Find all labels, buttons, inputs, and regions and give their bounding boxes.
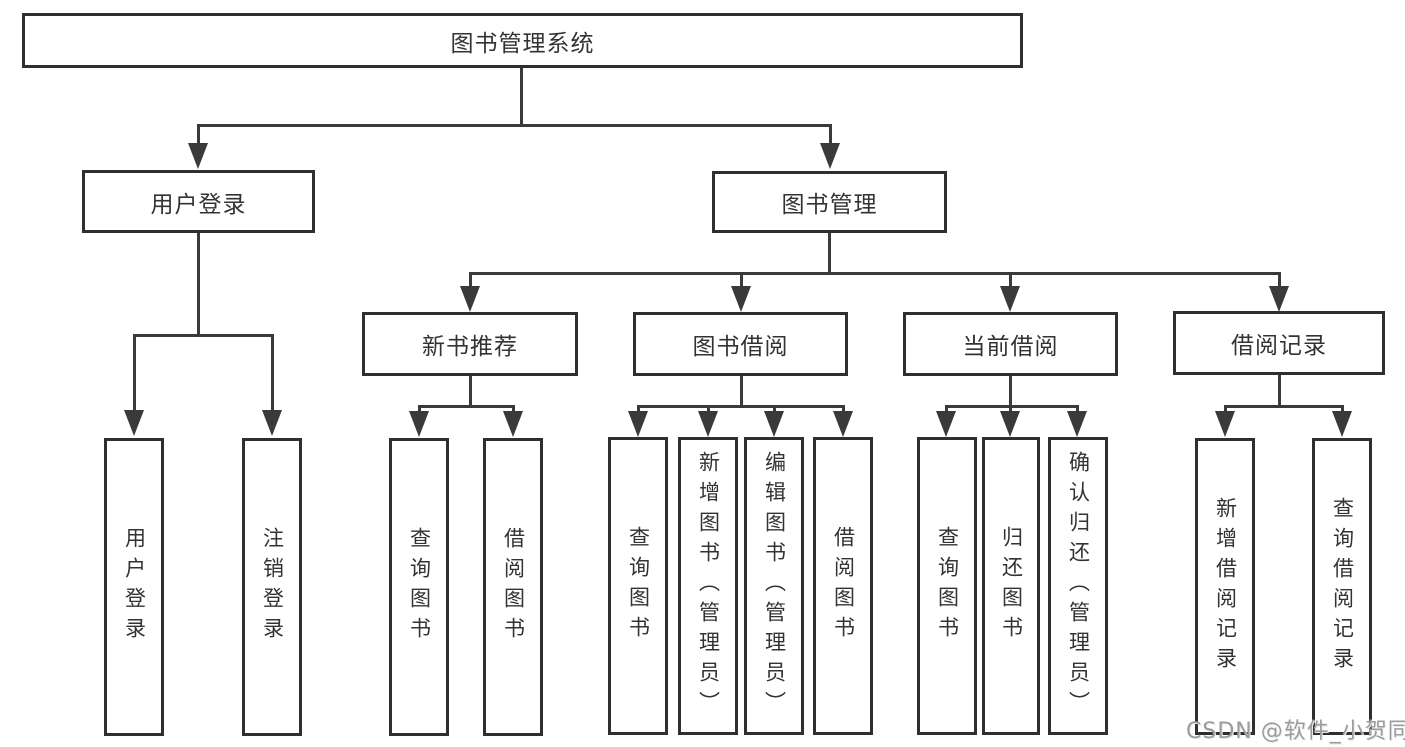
leaf-newbook-borrow-books: 借阅图书 bbox=[483, 438, 543, 736]
node-new-book-recommend: 新书推荐 bbox=[362, 312, 578, 376]
connector-line bbox=[196, 233, 200, 335]
connector-line bbox=[1008, 271, 1012, 287]
connector-line bbox=[468, 375, 472, 406]
leaf-current-confirm-return-admin: 确认归还（管理员） bbox=[1048, 437, 1108, 735]
leaf-borrowing-query-books-label: 查询图书 bbox=[626, 526, 651, 646]
leaf-records-query-borrow-record-label: 查询借阅记录 bbox=[1330, 496, 1355, 677]
connector-line bbox=[636, 404, 640, 413]
arrow-down-icon bbox=[698, 411, 718, 437]
connector-line bbox=[1008, 404, 1012, 413]
arrow-down-icon bbox=[1000, 411, 1020, 437]
connector-line bbox=[1277, 375, 1281, 406]
connector-line bbox=[468, 271, 1281, 275]
node-current-borrowing: 当前借阅 bbox=[903, 312, 1118, 376]
leaf-current-return-books: 归还图书 bbox=[982, 437, 1040, 735]
leaf-borrowing-query-books: 查询图书 bbox=[608, 437, 668, 735]
node-root-library-system: 图书管理系统 bbox=[22, 13, 1023, 68]
leaf-newbook-query-books-label: 查询图书 bbox=[407, 527, 432, 647]
connector-line bbox=[519, 68, 523, 125]
connector-line bbox=[827, 233, 831, 273]
connector-line bbox=[417, 404, 515, 408]
arrow-down-icon bbox=[1000, 286, 1020, 312]
connector-line bbox=[636, 404, 845, 408]
arrow-down-icon bbox=[503, 411, 523, 437]
connector-line bbox=[196, 123, 832, 127]
leaf-current-return-books-label: 归还图书 bbox=[999, 526, 1024, 646]
node-book-management: 图书管理 bbox=[712, 171, 947, 233]
leaf-borrowing-borrow-books-label: 借阅图书 bbox=[831, 526, 856, 646]
leaf-newbook-query-books: 查询图书 bbox=[389, 438, 449, 736]
connector-line bbox=[944, 404, 948, 413]
csdn-watermark: CSDN @软件_小贺同学 bbox=[1186, 719, 1405, 744]
connector-line bbox=[132, 333, 136, 411]
arrow-down-icon bbox=[124, 410, 144, 436]
arrow-down-icon bbox=[936, 411, 956, 437]
arrow-down-icon bbox=[1215, 411, 1235, 437]
leaf-user-login: 用户登录 bbox=[104, 438, 164, 736]
connector-line bbox=[841, 404, 845, 413]
leaf-records-add-borrow-record: 新增借阅记录 bbox=[1195, 438, 1255, 735]
leaf-user-login-label: 用户登录 bbox=[122, 527, 147, 647]
leaf-current-confirm-return-admin-label: 确认归还（管理员） bbox=[1066, 451, 1091, 721]
leaf-records-query-borrow-record: 查询借阅记录 bbox=[1312, 438, 1372, 735]
connector-line bbox=[739, 375, 743, 406]
connector-line bbox=[1340, 404, 1344, 413]
connector-line bbox=[706, 404, 710, 413]
arrow-down-icon bbox=[1269, 286, 1289, 312]
arrow-down-icon bbox=[409, 411, 429, 437]
connector-line bbox=[1008, 375, 1012, 406]
arrow-down-icon bbox=[188, 143, 208, 169]
connector-line bbox=[1075, 404, 1079, 413]
connector-line bbox=[417, 404, 421, 413]
leaf-borrowing-add-books-admin: 新增图书（管理员） bbox=[678, 437, 738, 735]
connector-line bbox=[772, 404, 776, 413]
leaf-borrowing-add-books-admin-label: 新增图书（管理员） bbox=[696, 451, 721, 721]
connector-line bbox=[270, 333, 274, 411]
connector-line bbox=[132, 333, 274, 337]
leaf-borrowing-borrow-books: 借阅图书 bbox=[813, 437, 873, 735]
arrow-down-icon bbox=[628, 411, 648, 437]
arrow-down-icon bbox=[1332, 411, 1352, 437]
leaf-borrowing-edit-books-admin: 编辑图书（管理员） bbox=[744, 437, 804, 735]
leaf-current-query-books: 查询图书 bbox=[917, 437, 977, 735]
leaf-current-query-books-label: 查询图书 bbox=[935, 526, 960, 646]
arrow-down-icon bbox=[460, 286, 480, 312]
arrow-down-icon bbox=[820, 143, 840, 169]
leaf-borrowing-edit-books-admin-label: 编辑图书（管理员） bbox=[762, 451, 787, 721]
leaf-records-add-borrow-record-label: 新增借阅记录 bbox=[1213, 496, 1238, 677]
node-borrow-records: 借阅记录 bbox=[1173, 311, 1385, 375]
leaf-logout: 注销登录 bbox=[242, 438, 302, 736]
connector-line bbox=[828, 123, 832, 146]
arrow-down-icon bbox=[262, 410, 282, 436]
arrow-down-icon bbox=[833, 411, 853, 437]
node-book-borrowing: 图书借阅 bbox=[633, 312, 848, 376]
connector-line bbox=[739, 271, 743, 287]
connector-line bbox=[511, 404, 515, 413]
connector-line bbox=[196, 123, 200, 146]
node-user-login: 用户登录 bbox=[82, 170, 315, 233]
arrow-down-icon bbox=[764, 411, 784, 437]
leaf-newbook-borrow-books-label: 借阅图书 bbox=[501, 527, 526, 647]
connector-line bbox=[1223, 404, 1227, 413]
connector-line bbox=[468, 271, 472, 287]
leaf-logout-label: 注销登录 bbox=[260, 527, 285, 647]
connector-line bbox=[1277, 271, 1281, 287]
connector-line bbox=[1223, 404, 1344, 408]
arrow-down-icon bbox=[731, 286, 751, 312]
arrow-down-icon bbox=[1067, 411, 1087, 437]
